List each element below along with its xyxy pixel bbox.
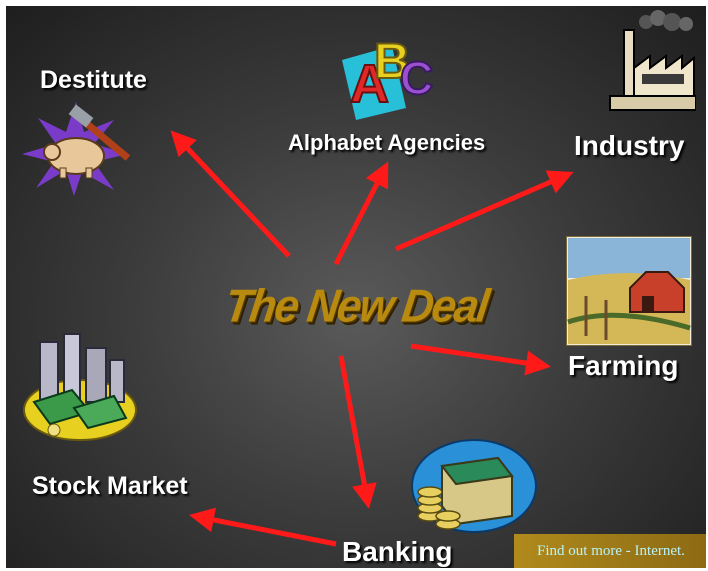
node-stock-market: Stock Market: [32, 472, 188, 500]
arrows-layer: [170, 130, 574, 547]
abc-blocks-icon: A B C: [342, 32, 434, 120]
node-industry: Industry: [574, 130, 685, 161]
bank-vault-icon: [411, 439, 537, 533]
node-banking: Banking: [342, 536, 453, 567]
arrow-banking: [338, 355, 377, 509]
farm-barn-icon: [566, 236, 692, 346]
piggy-bank-hammer-icon: [22, 102, 131, 196]
node-destitute: Destitute: [40, 66, 147, 94]
money-skyscrapers-icon: [23, 333, 137, 441]
node-alphabet-agencies: Alphabet Agencies: [288, 130, 486, 155]
factory-icon: [609, 10, 696, 111]
arrow-stock-market: [189, 507, 337, 547]
find-out-more-link[interactable]: Find out more - Internet.: [514, 534, 706, 568]
svg-text:C: C: [400, 52, 433, 104]
svg-text:B: B: [374, 33, 410, 89]
node-farming: Farming: [568, 350, 679, 381]
arrow-destitute: [170, 130, 291, 258]
slide: Destitute A B C Alphabet Agencies Indust…: [6, 6, 706, 568]
arrow-farming: [410, 343, 551, 376]
svg-text:A: A: [350, 54, 389, 114]
arrow-alphabet-agencies: [333, 161, 389, 266]
center-title: The New Deal: [221, 280, 491, 332]
arrow-industry: [395, 170, 574, 252]
